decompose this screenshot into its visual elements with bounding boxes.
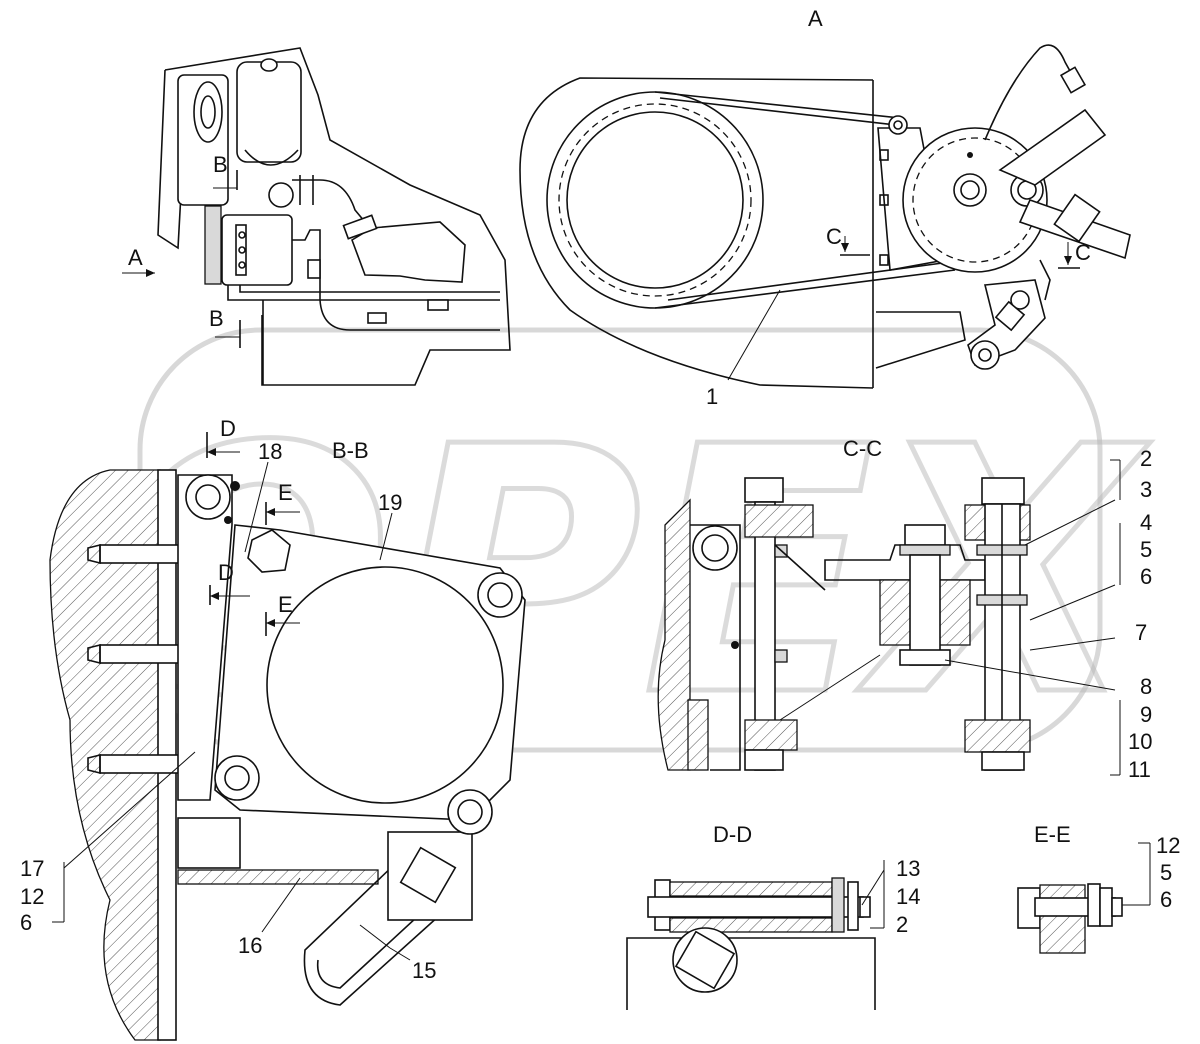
callout-5-ee: 5	[1160, 860, 1172, 885]
marker-b-bottom: B	[209, 306, 224, 331]
callout-10: 10	[1128, 729, 1152, 754]
callout-12-ee: 12	[1156, 833, 1180, 858]
section-b-b: B-B	[20, 416, 526, 1041]
callout-12-bb: 12	[20, 884, 44, 909]
section-cc-title: C-C	[843, 436, 882, 461]
section-bb-title: B-B	[332, 438, 369, 463]
marker-d-mid: D	[218, 560, 234, 585]
callout-6-bb: 6	[20, 910, 32, 935]
callout-4: 4	[1140, 510, 1152, 535]
callout-15: 15	[412, 958, 436, 983]
callout-6-cc: 6	[1140, 564, 1152, 589]
marker-e-mid: E	[278, 592, 293, 617]
general-view: B B A	[122, 47, 511, 386]
callout-13: 13	[896, 856, 920, 881]
callout-8: 8	[1140, 674, 1152, 699]
marker-b-top: B	[213, 152, 228, 177]
callout-7: 7	[1135, 620, 1147, 645]
section-d-d: D-D 13 14 2	[626, 822, 920, 1010]
callout-19: 19	[378, 490, 402, 515]
callout-1: 1	[706, 384, 718, 409]
marker-d-top: D	[220, 416, 236, 441]
section-e-e: E-E 12 5 6	[1017, 822, 1180, 954]
callout-11: 11	[1128, 757, 1151, 782]
section-ee-title: E-E	[1034, 822, 1071, 847]
callout-2-dd: 2	[896, 912, 908, 937]
marker-e-top: E	[278, 480, 293, 505]
marker-a: A	[128, 245, 143, 270]
callout-9: 9	[1140, 702, 1152, 727]
callout-6-ee: 6	[1160, 887, 1172, 912]
callout-17: 17	[20, 856, 44, 881]
section-c-c: C-C	[657, 436, 1152, 782]
callout-2-cc: 2	[1140, 446, 1152, 471]
section-dd-title: D-D	[713, 822, 752, 847]
callout-18: 18	[258, 439, 282, 464]
callout-5-cc: 5	[1140, 537, 1152, 562]
view-a-title: A	[808, 6, 823, 31]
callout-14: 14	[896, 884, 920, 909]
marker-c-left: C	[826, 224, 842, 249]
callout-16: 16	[238, 933, 262, 958]
callout-3: 3	[1140, 477, 1152, 502]
view-a: A	[519, 6, 1131, 409]
marker-c-right: C	[1075, 240, 1091, 265]
